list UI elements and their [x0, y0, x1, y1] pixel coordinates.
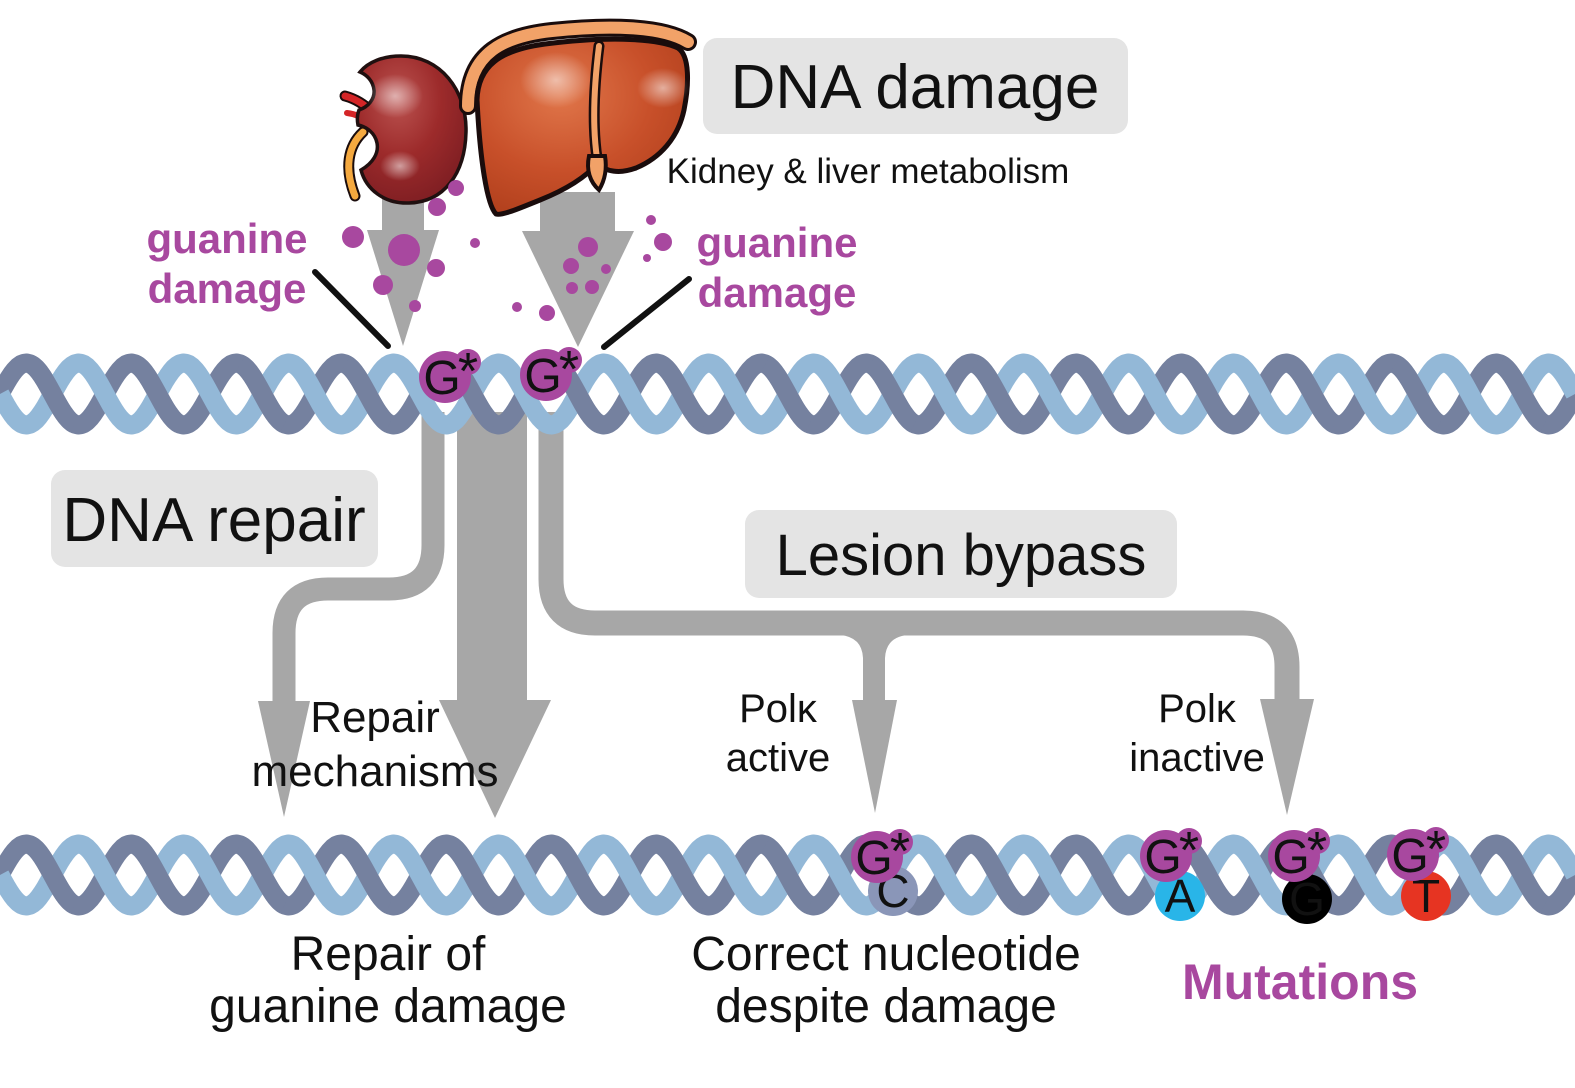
- mutations-caption: Mutations: [1182, 954, 1418, 1010]
- liver-ligament: [591, 43, 602, 161]
- damage-mark: *: [1426, 821, 1446, 879]
- dna-repair-label: DNA repair: [62, 486, 365, 555]
- repair-mechanisms-label: Repair: [310, 693, 440, 742]
- mutation-pair-gt: T G *: [1387, 821, 1451, 922]
- damage-mark: *: [559, 341, 579, 399]
- guanine-damage-label-left: damage: [148, 265, 307, 312]
- liver-ligament-flap: [586, 154, 608, 194]
- repair-outcome-caption: Repair of: [291, 928, 486, 981]
- lesion-bypass-label-box: [745, 510, 1177, 598]
- damaged-base-letter: G: [423, 352, 460, 405]
- kidney-metabolism-arrow: [367, 188, 439, 346]
- mutation-pair-ga: A G *: [1140, 822, 1205, 922]
- pointer-line-left: [312, 269, 391, 349]
- kidney-body: [355, 54, 468, 205]
- dna-repair-label-box: [51, 470, 378, 567]
- lesion-bypass-path: [538, 412, 1300, 702]
- polk-active-arrow-shaft: [863, 623, 885, 703]
- repair-branch-arrow-shaft: [272, 412, 445, 704]
- metabolism-caption: Kidney & liver metabolism: [667, 152, 1070, 191]
- polk-active-label: Polκ: [739, 687, 818, 731]
- damaged-guanine-badge: G *: [419, 343, 481, 405]
- polk-active-arrow-fillet-right: [885, 635, 908, 658]
- guanine-damage-label-left: guanine: [146, 215, 307, 262]
- pointer-lines: [312, 269, 692, 350]
- mutation-pair-gg: G G *: [1268, 822, 1332, 925]
- polk-active-arrow-head: [852, 700, 897, 813]
- damaged-base-letter: G: [1391, 830, 1428, 883]
- polk-active-label: active: [726, 736, 831, 780]
- liver-rim: [462, 21, 694, 112]
- polk-inactive-arrow-head: [1260, 699, 1314, 815]
- dna-helix-bottom: [0, 834, 1575, 916]
- damage-mark: *: [458, 343, 478, 401]
- guanine-damage-dots: [342, 180, 672, 321]
- guanine-damage-label-right: guanine: [696, 219, 857, 266]
- base-circle-g: [1282, 874, 1332, 924]
- dna-damage-label: DNA damage: [731, 53, 1100, 122]
- dna-damage-label-box: [703, 38, 1128, 134]
- damage-mark: *: [890, 823, 910, 881]
- correct-pair-gc: C G *: [851, 823, 918, 917]
- repair-main-arrow: [439, 412, 551, 818]
- kidney-illustration: [339, 54, 468, 205]
- lesion-bypass-label: Lesion bypass: [776, 523, 1147, 588]
- repair-outcome-caption: guanine damage: [209, 980, 567, 1033]
- repair-branch-arrow-head: [258, 701, 310, 817]
- damaged-base-letter: G: [524, 350, 561, 403]
- guanine-damage-label-right: damage: [698, 269, 857, 316]
- damaged-guanine-badge: G *: [520, 341, 582, 403]
- liver-illustration: [459, 18, 697, 217]
- repair-mechanisms-label: mechanisms: [252, 747, 499, 796]
- kidney-highlight: [367, 74, 423, 118]
- base-circle-a: [1155, 871, 1205, 921]
- damaged-base-letter: G: [1272, 831, 1309, 884]
- liver-highlight: [520, 52, 592, 108]
- pointer-line-right: [601, 276, 692, 350]
- damaged-base-letter: G: [1144, 831, 1181, 884]
- kidney-highlight-2: [380, 151, 420, 181]
- repair-lesion-arrows: [258, 412, 1314, 818]
- polk-inactive-label: inactive: [1129, 736, 1265, 780]
- damage-mark: *: [1179, 822, 1199, 880]
- liver-highlight-2: [637, 68, 689, 108]
- polk-inactive-label: Polκ: [1158, 687, 1237, 731]
- dna-helix-top: [0, 353, 1575, 435]
- damaged-base-letter: G: [855, 832, 892, 885]
- correct-nucleotide-caption: despite damage: [715, 980, 1057, 1033]
- polk-active-arrow-fillet-left: [840, 635, 863, 658]
- correct-nucleotide-caption: Correct nucleotide: [691, 928, 1081, 981]
- base-circle-t: [1401, 871, 1451, 921]
- kidney-ureter-fill: [345, 128, 367, 200]
- damage-mark: *: [1307, 822, 1327, 880]
